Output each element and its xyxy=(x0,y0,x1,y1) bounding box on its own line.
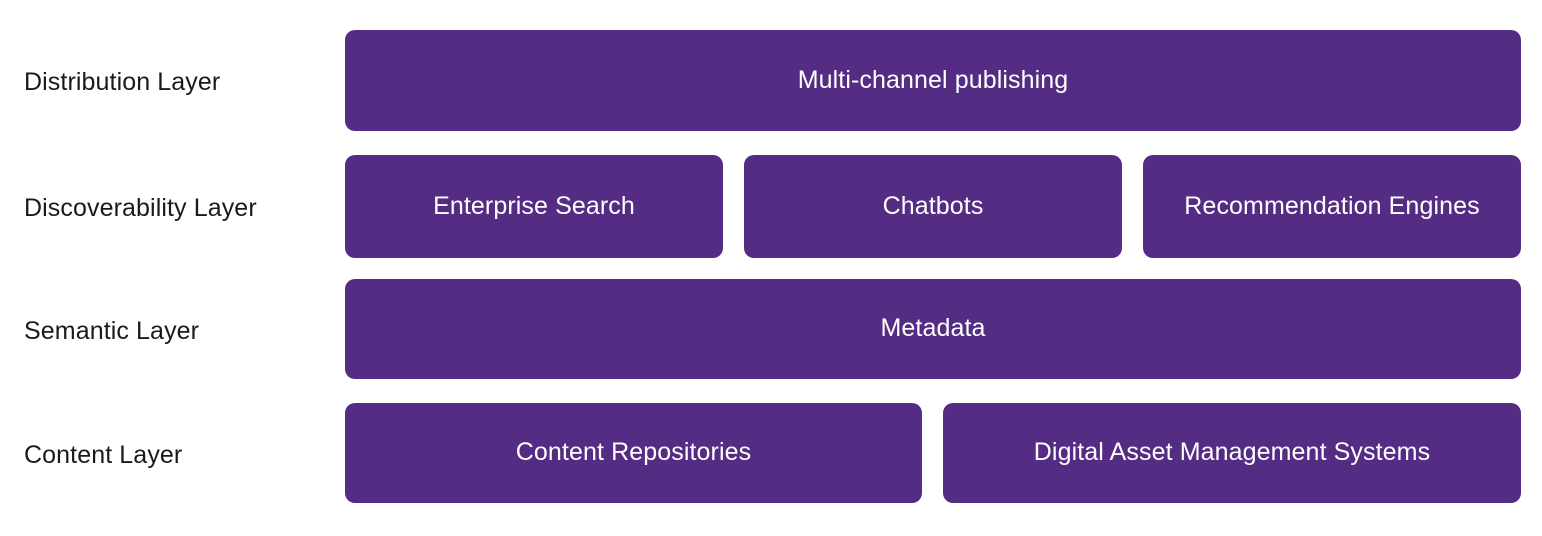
node-enterprise-search[interactable]: Enterprise Search xyxy=(345,155,723,258)
layer-label-content: Content Layer xyxy=(24,441,183,469)
layer-row-discoverability: Discoverability Layer Enterprise Search … xyxy=(0,155,1542,258)
node-chatbots[interactable]: Chatbots xyxy=(744,155,1122,258)
node-multi-channel-publishing[interactable]: Multi-channel publishing xyxy=(345,30,1521,131)
layer-row-distribution: Distribution Layer Multi-channel publish… xyxy=(0,30,1542,131)
layer-label-discoverability: Discoverability Layer xyxy=(24,194,257,222)
node-recommendation-engines[interactable]: Recommendation Engines xyxy=(1143,155,1521,258)
layer-nodes-distribution: Multi-channel publishing xyxy=(345,30,1521,131)
layer-label-distribution: Distribution Layer xyxy=(24,68,221,96)
layer-nodes-semantic: Metadata xyxy=(345,279,1521,379)
layer-label-semantic: Semantic Layer xyxy=(24,317,200,345)
node-digital-asset-management-systems[interactable]: Digital Asset Management Systems xyxy=(943,403,1521,503)
node-metadata[interactable]: Metadata xyxy=(345,279,1521,379)
node-content-repositories[interactable]: Content Repositories xyxy=(345,403,922,503)
layer-row-semantic: Semantic Layer Metadata xyxy=(0,279,1542,379)
layer-nodes-content: Content Repositories Digital Asset Manag… xyxy=(345,403,1521,503)
layer-nodes-discoverability: Enterprise Search Chatbots Recommendatio… xyxy=(345,155,1521,258)
layer-row-content: Content Layer Content Repositories Digit… xyxy=(0,403,1542,503)
